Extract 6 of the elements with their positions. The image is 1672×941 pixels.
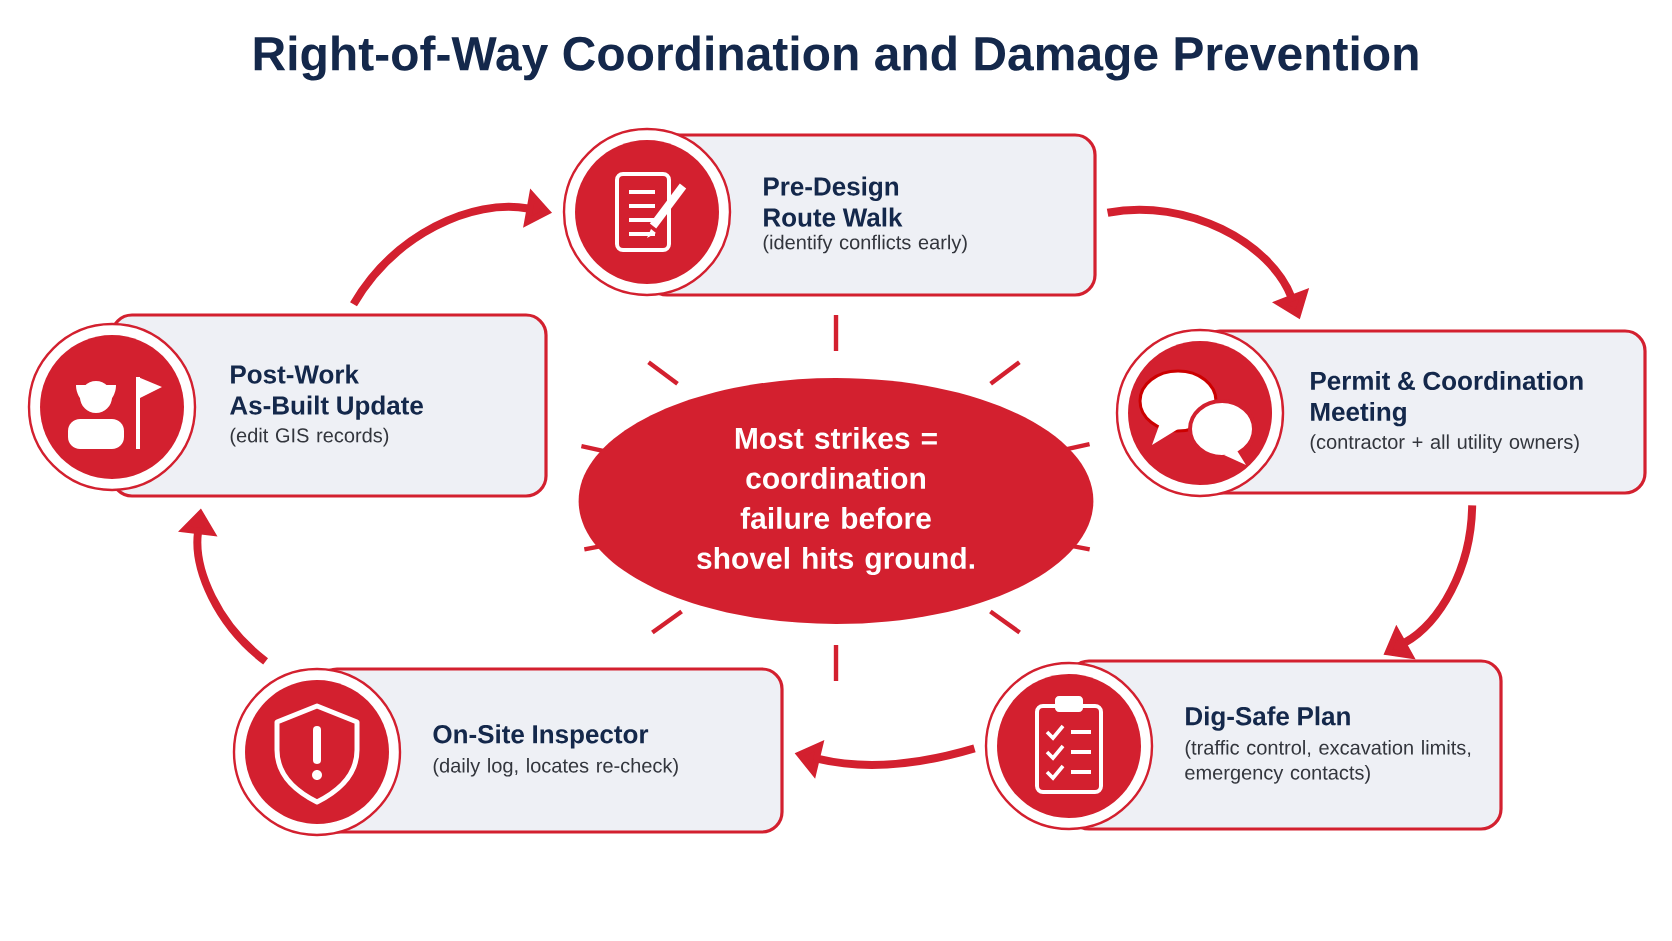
step-card: On-Site Inspector (daily log, locates re-check)	[232, 667, 784, 837]
step-card: Permit & Coordination Meeting (contractor + all utility owners)	[1115, 328, 1647, 498]
step-card: Post-Work As-Built Update (edit GIS records)	[27, 313, 548, 498]
step-card: Dig-Safe Plan (traffic control, excavation limits, emergency contacts)	[984, 659, 1503, 831]
step-card: Pre-Design Route Walk (identify conflicts early)	[562, 127, 1097, 297]
title: Right-of-Way Coordination and Damage Prevention	[254, 35, 1418, 81]
